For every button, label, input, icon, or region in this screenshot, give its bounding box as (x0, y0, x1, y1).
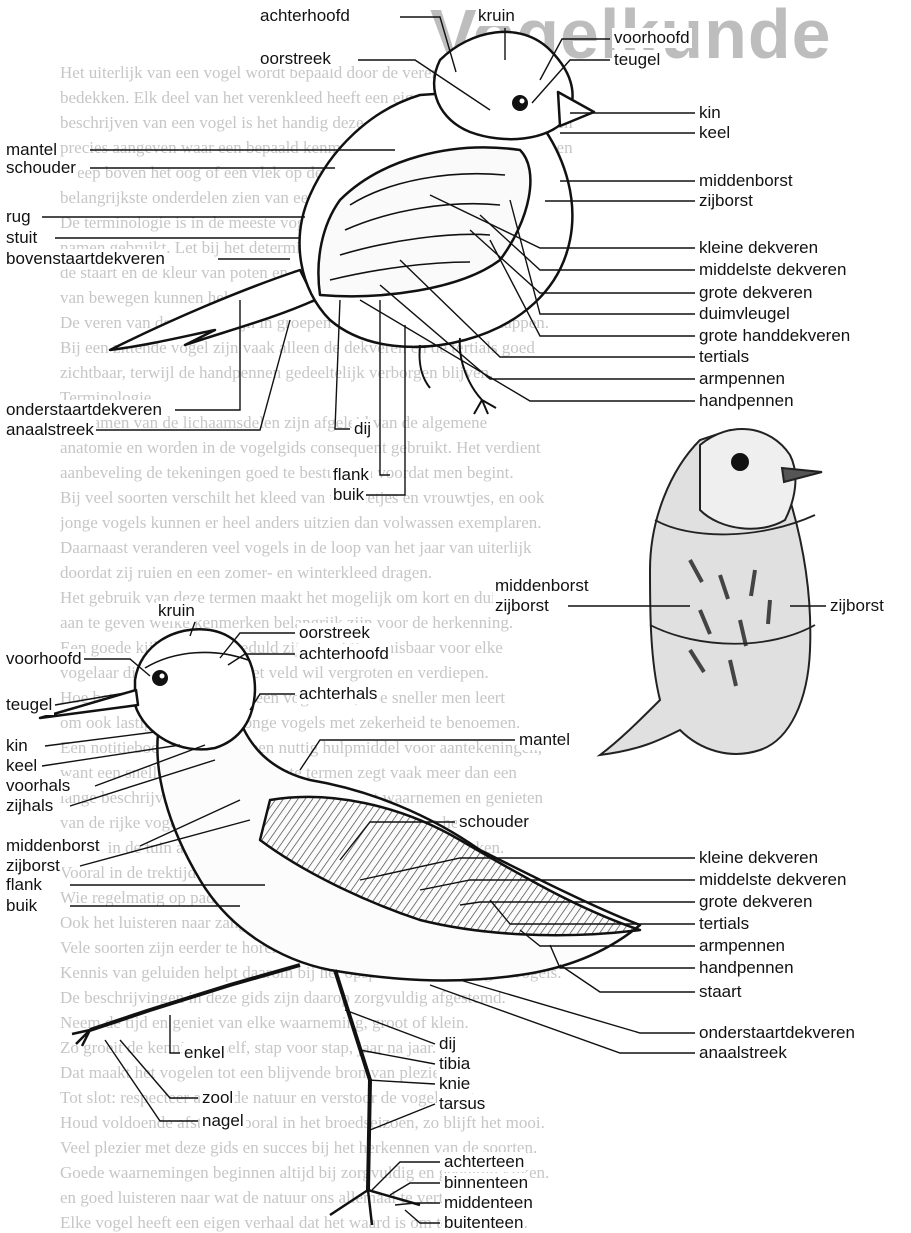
bottom-bird-figure (40, 629, 640, 1225)
label-bottom-middenteen: middenteen (442, 1193, 535, 1213)
label-top-tertials: tertials (697, 347, 751, 367)
label-top-mantel: mantel (4, 140, 59, 160)
label-top-anaalstreek: anaalstreek (4, 420, 96, 440)
label-top-oorstreek: oorstreek (258, 49, 333, 69)
label-top-grote-dekveren: grote dekveren (697, 283, 814, 303)
label-bottom-buik: buik (4, 896, 39, 916)
label-bottom-voorhoofd: voorhoofd (4, 649, 84, 669)
label-top-onderstaartdekveren: onderstaartdekveren (4, 400, 164, 420)
label-bottom-keel: keel (4, 756, 39, 776)
label-middle-zijborst-right: zijborst (828, 596, 886, 616)
label-top-kin: kin (697, 103, 723, 123)
label-bottom-tertials: tertials (697, 914, 751, 934)
label-bottom-onderstaartdekveren: onderstaartdekveren (697, 1023, 857, 1043)
label-bottom-zijhals: zijhals (4, 796, 55, 816)
label-top-achterhoofd: achterhoofd (258, 6, 352, 26)
label-top-stuit: stuit (4, 228, 39, 248)
label-top-dij: dij (352, 419, 373, 439)
label-bottom-zijborst: zijborst (4, 856, 62, 876)
label-middle-middenborst: middenborst (493, 576, 591, 596)
label-top-keel: keel (697, 123, 732, 143)
label-top-grote-handdekveren: grote handdekveren (697, 326, 852, 346)
label-bottom-dij: dij (437, 1034, 458, 1054)
label-bottom-enkel: enkel (182, 1043, 227, 1063)
label-top-rug: rug (4, 207, 33, 227)
label-bottom-armpennen: armpennen (697, 936, 787, 956)
label-bottom-mantel: mantel (517, 730, 572, 750)
label-bottom-teugel: teugel (4, 695, 54, 715)
label-bottom-achterteen: achterteen (442, 1152, 526, 1172)
label-top-voorhoofd: voorhoofd (612, 28, 692, 48)
label-bottom-flank: flank (4, 875, 44, 895)
label-top-middelste-dekveren: middelste dekveren (697, 260, 848, 280)
label-bottom-achterhals: achterhals (297, 684, 379, 704)
label-bottom-kin: kin (4, 736, 30, 756)
label-bottom-oorstreek: oorstreek (297, 623, 372, 643)
label-bottom-knie: knie (437, 1074, 472, 1094)
label-bottom-binnenteen: binnenteen (442, 1173, 530, 1193)
label-bottom-zool: zool (200, 1088, 235, 1108)
label-top-duimvleugel: duimvleugel (697, 304, 792, 324)
label-bottom-kruin: kruin (156, 601, 197, 621)
label-top-zijborst: zijborst (697, 191, 755, 211)
label-bottom-middenborst: middenborst (4, 836, 102, 856)
label-top-bovenstaartdekveren: bovenstaartdekveren (4, 249, 167, 269)
label-bottom-achterhoofd: achterhoofd (297, 644, 391, 664)
label-top-teugel: teugel (612, 50, 662, 70)
label-bottom-grote-dekveren: grote dekveren (697, 892, 814, 912)
label-top-handpennen: handpennen (697, 391, 796, 411)
label-top-kruin: kruin (476, 6, 517, 26)
label-bottom-nagel: nagel (200, 1111, 246, 1131)
label-top-buik: buik (331, 485, 366, 505)
label-top-flank: flank (331, 465, 371, 485)
label-bottom-schouder: schouder (457, 812, 531, 832)
label-top-armpennen: armpennen (697, 369, 787, 389)
label-bottom-kleine-dekveren: kleine dekveren (697, 848, 820, 868)
label-top-schouder: schouder (4, 158, 78, 178)
label-bottom-tarsus: tarsus (437, 1094, 487, 1114)
label-bottom-tibia: tibia (437, 1054, 472, 1074)
label-top-kleine-dekveren: kleine dekveren (697, 238, 820, 258)
label-bottom-handpennen: handpennen (697, 958, 796, 978)
label-bottom-staart: staart (697, 982, 744, 1002)
label-bottom-voorhals: voorhals (4, 776, 72, 796)
label-bottom-buitenteen: buitenteen (442, 1213, 525, 1233)
middle-bird-figure (600, 429, 822, 755)
label-middle-zijborst-left: zijborst (493, 596, 551, 616)
label-top-middenborst: middenborst (697, 171, 795, 191)
label-bottom-anaalstreek: anaalstreek (697, 1043, 789, 1063)
label-bottom-middelste-dekveren: middelste dekveren (697, 870, 848, 890)
